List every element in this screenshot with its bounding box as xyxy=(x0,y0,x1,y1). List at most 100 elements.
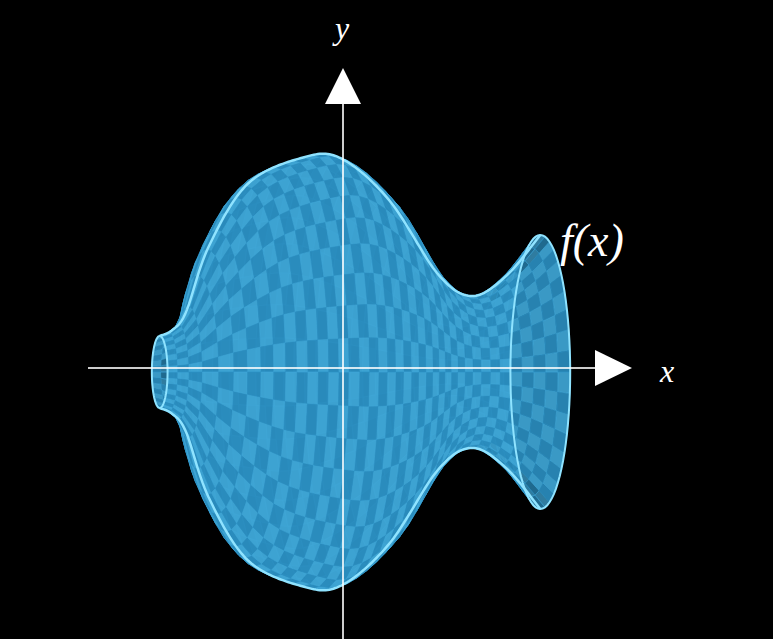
surface-patch xyxy=(481,360,490,372)
surface-patch xyxy=(202,357,218,372)
surface-patch xyxy=(457,341,465,358)
surface-patch xyxy=(310,201,325,225)
surface-patch xyxy=(284,401,297,432)
surface-patch xyxy=(471,335,481,348)
surface-patch xyxy=(558,372,571,393)
surface-patch xyxy=(545,390,558,411)
surface-patch xyxy=(359,372,369,406)
rim xyxy=(510,235,570,509)
surface-patch xyxy=(511,372,522,386)
surface-patch xyxy=(202,372,218,387)
surface-patch xyxy=(510,343,522,358)
surface-patch xyxy=(472,347,481,360)
surface-patch xyxy=(522,372,534,388)
surface-patch xyxy=(272,399,285,429)
surface-patch xyxy=(310,519,325,543)
surface-patch xyxy=(387,372,396,405)
surface-patch xyxy=(464,344,472,359)
surface-patch xyxy=(534,372,546,390)
surface-patch xyxy=(219,353,234,372)
y-axis xyxy=(342,100,344,639)
surface-patch xyxy=(327,307,339,340)
surface-patch xyxy=(347,406,359,439)
surface-patch xyxy=(451,354,458,372)
surface-patch xyxy=(403,372,411,404)
surface-patch xyxy=(152,372,161,378)
axis-label: x xyxy=(660,355,674,387)
surface-patch xyxy=(306,309,318,341)
surface-patch xyxy=(499,334,511,348)
surface-patch xyxy=(294,186,310,206)
surface-patch xyxy=(349,372,360,406)
surface-patch xyxy=(490,372,500,384)
axis-label: y xyxy=(335,12,349,44)
surface-patch xyxy=(273,372,286,401)
surface-patch xyxy=(327,405,339,438)
surface-patch xyxy=(344,274,357,306)
surface-patch xyxy=(261,372,274,399)
surface-patch xyxy=(439,372,445,395)
surface-patch xyxy=(234,372,248,394)
surface-patch xyxy=(295,402,307,433)
surface-patch xyxy=(219,372,234,391)
surface-patch xyxy=(545,333,558,354)
surface-patch xyxy=(479,337,489,349)
surface-patch xyxy=(305,308,318,341)
surface-patch xyxy=(490,360,500,372)
surface-patch xyxy=(485,316,497,327)
surface-patch xyxy=(307,372,318,404)
surface-patch xyxy=(347,305,359,338)
surface-patch xyxy=(378,372,387,406)
surface-patch xyxy=(178,372,189,379)
surface-patch xyxy=(272,315,285,345)
surface-patch xyxy=(472,372,481,385)
surface-patch xyxy=(489,348,500,360)
function-label: f(x) xyxy=(560,218,624,264)
surface-patch xyxy=(489,384,500,396)
surface-patch xyxy=(316,404,328,436)
rim xyxy=(152,336,168,408)
surface-patch xyxy=(546,372,558,392)
surface-patch xyxy=(189,362,203,372)
surface-patch xyxy=(480,348,490,360)
surface-patch xyxy=(418,372,426,401)
surface-patch xyxy=(457,372,464,388)
surface-patch xyxy=(488,395,499,407)
surface-patch xyxy=(305,404,318,437)
surface-patch xyxy=(522,356,534,372)
surface-patch xyxy=(464,385,472,400)
surface-patch xyxy=(432,372,439,397)
surface-patch xyxy=(167,360,178,367)
surface-patch xyxy=(457,386,465,403)
surface-of-revolution xyxy=(152,154,570,591)
surface-patch xyxy=(411,372,419,402)
axes xyxy=(88,68,632,639)
surface-patch xyxy=(534,354,546,372)
surface-patch xyxy=(395,372,404,405)
surface-patch xyxy=(189,372,203,382)
surface-patch xyxy=(465,358,473,372)
surface-patch xyxy=(500,384,511,398)
surface-patch xyxy=(326,496,341,523)
surface-patch xyxy=(500,346,511,360)
surface-patch xyxy=(167,378,178,385)
surface-patch xyxy=(257,421,272,451)
surface-patch xyxy=(369,338,379,372)
surface-patch xyxy=(387,339,396,372)
surface-patch xyxy=(294,538,310,558)
surface-patch xyxy=(318,372,329,405)
surface-patch xyxy=(257,293,272,323)
surface-patch xyxy=(499,396,511,410)
surface-patch xyxy=(471,396,481,409)
surface-patch xyxy=(349,338,360,372)
surface-patch xyxy=(246,323,260,350)
surface-patch xyxy=(306,403,318,435)
surface-patch xyxy=(233,328,248,353)
surface-patch xyxy=(478,327,489,338)
surface-patch xyxy=(378,338,387,372)
surface-patch xyxy=(246,394,260,421)
surface-patch xyxy=(328,372,339,405)
surface-patch xyxy=(557,392,570,415)
surface-patch xyxy=(297,372,308,403)
